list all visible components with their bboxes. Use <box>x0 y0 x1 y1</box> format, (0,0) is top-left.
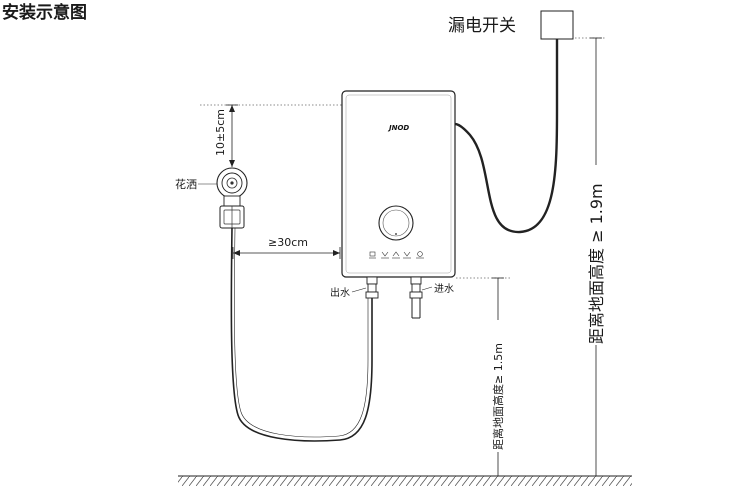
outlet-leader <box>351 287 367 293</box>
inlet-leader <box>421 286 433 291</box>
outlet-pipe <box>365 276 379 299</box>
height-dimension-heater <box>492 277 504 477</box>
shower-top-dimension <box>226 104 238 167</box>
diagram-title: 安装示意图 <box>2 2 87 23</box>
shower-top-distance-label: 10±5cm <box>214 109 227 156</box>
shower-side-distance-label: ≥30cm <box>268 236 308 249</box>
shower-head <box>216 167 248 207</box>
power-button-icon <box>369 251 376 259</box>
leakage-switch <box>540 10 574 40</box>
mode-button-icon <box>381 251 389 259</box>
outlet-label: 出水 <box>330 286 350 299</box>
inlet-pipe <box>409 276 423 319</box>
power-cable <box>454 39 559 234</box>
shower-label: 花洒 <box>175 178 197 191</box>
ground <box>178 475 632 486</box>
shower-side-dimension <box>232 247 341 259</box>
up-button-icon <box>392 251 400 259</box>
shower-hose <box>230 227 373 442</box>
inlet-label: 进水 <box>434 283 454 295</box>
height-label-heater: 距离地面高度≥ 1.5m <box>491 343 505 450</box>
shower-bracket <box>219 205 245 229</box>
down-button-icon <box>403 251 411 259</box>
timer-button-icon <box>416 251 424 259</box>
water-heater: JNOD <box>341 90 456 278</box>
height-dimension-switch <box>590 37 602 477</box>
heater-brand: JNOD <box>387 124 409 132</box>
shower-hose-inner <box>234 227 369 438</box>
control-knob <box>378 205 414 241</box>
button-icons <box>369 251 424 259</box>
height-label-switch: 距离地面高度 ≥ 1.9m <box>587 183 606 344</box>
leakage-switch-label: 漏电开关 <box>448 16 516 36</box>
